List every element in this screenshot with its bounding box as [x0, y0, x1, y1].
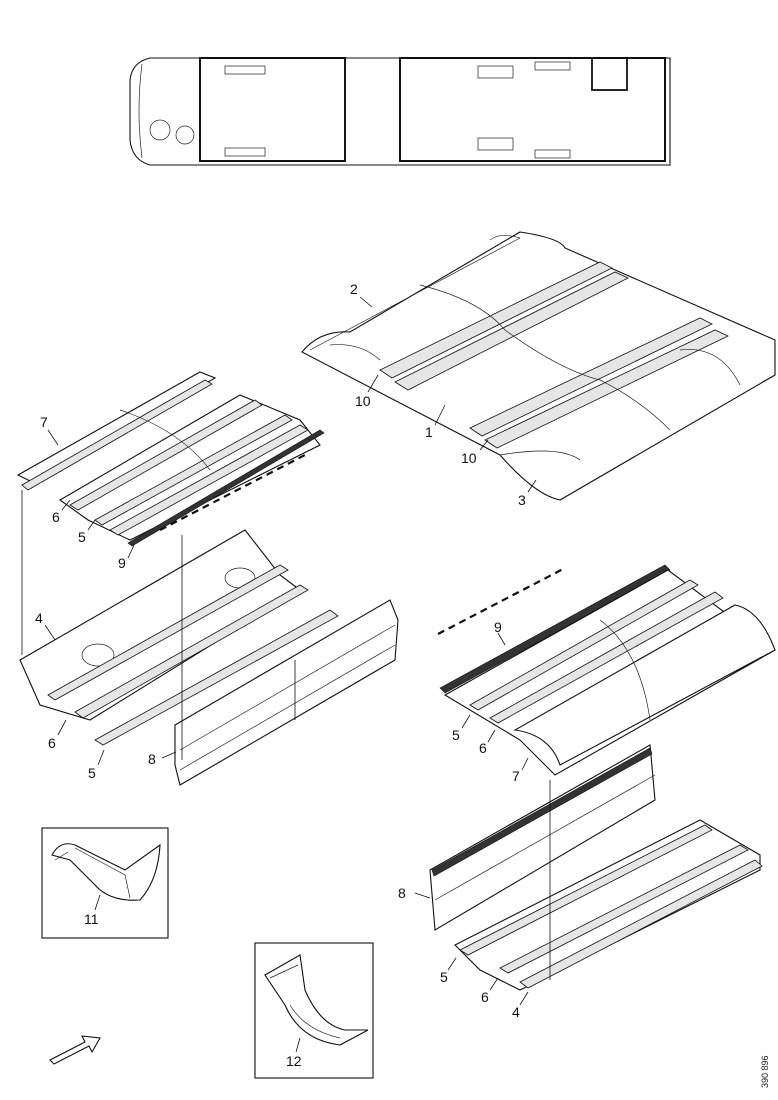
callout-10-lower: 10: [461, 450, 477, 466]
callout-3: 3: [518, 492, 526, 508]
rear-roof-assembly: [301, 231, 776, 501]
callout-6-upper-left: 6: [52, 509, 60, 525]
callout-6-lower-left: 6: [48, 735, 56, 751]
callout-4-left: 4: [35, 610, 43, 626]
callout-8-left: 8: [148, 751, 156, 767]
callout-11: 11: [84, 911, 99, 927]
callout-1: 1: [425, 424, 433, 440]
front-roof-assembly-upper: [16, 371, 325, 547]
alignment-line-upper: [159, 454, 306, 531]
callout-6-middle-right: 6: [479, 740, 487, 756]
callout-2: 2: [350, 281, 358, 297]
callout-12: 12: [286, 1053, 302, 1069]
callout-6-lower-right: 6: [481, 989, 489, 1005]
callout-10-upper: 10: [355, 393, 371, 409]
rear-roof-assembly-middle: [439, 564, 777, 776]
callout-7-upper: 7: [40, 414, 48, 430]
callout-4-right: 4: [512, 1004, 520, 1020]
detail-box-11: [41, 827, 169, 939]
forward-arrow-icon: [49, 1035, 101, 1065]
callout-5-middle-right: 5: [452, 727, 460, 743]
detail-box-12: [254, 942, 374, 1079]
bus-top-view-icon: [129, 57, 671, 166]
callout-9-upper: 9: [118, 555, 126, 571]
callout-5-upper-left: 5: [78, 529, 86, 545]
callout-leaders: [44, 296, 537, 1053]
callout-8-right: 8: [398, 885, 406, 901]
reference-code: 390 896: [760, 1055, 770, 1088]
rear-roof-assembly-lower: [429, 744, 763, 991]
callout-5-lower-left: 5: [88, 765, 96, 781]
front-roof-assembly-lower: [19, 490, 399, 786]
callout-7-right: 7: [512, 768, 520, 784]
callout-5-lower-right: 5: [440, 969, 448, 985]
callout-9-right: 9: [494, 619, 502, 635]
